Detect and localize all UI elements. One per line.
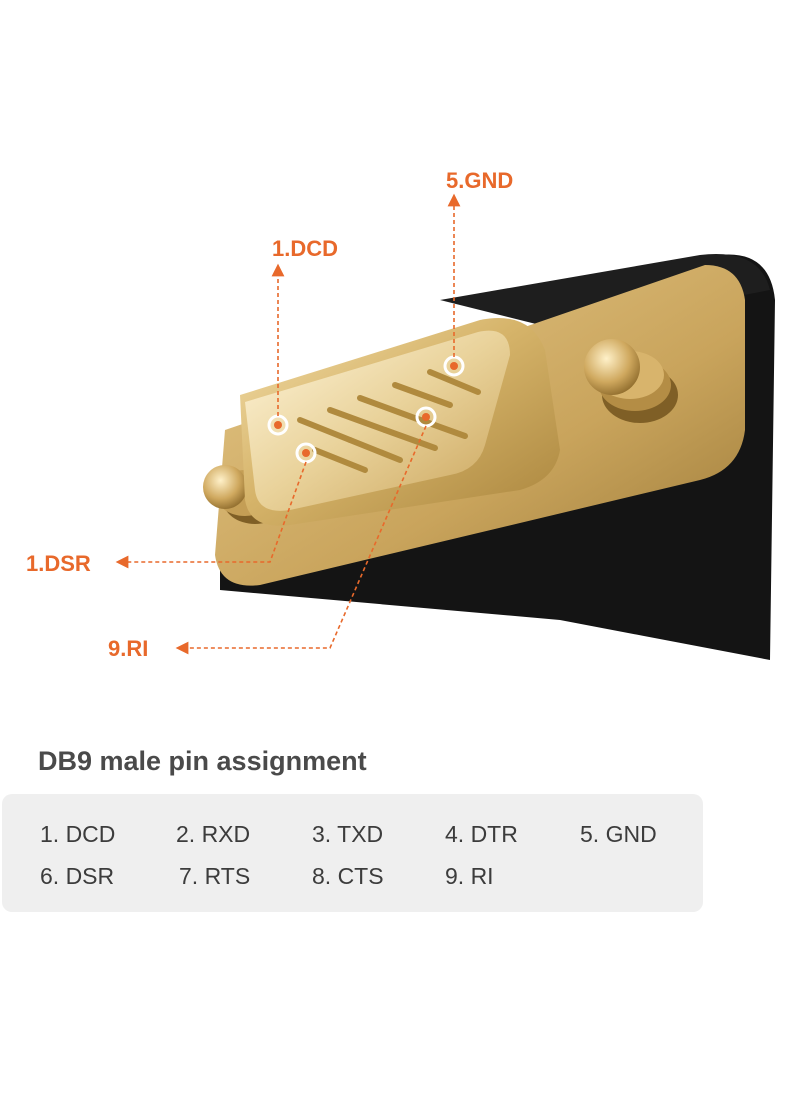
callout-lines xyxy=(115,193,461,655)
connector-pins xyxy=(297,369,481,473)
pin-6: 6. DSR xyxy=(40,863,115,889)
pin-9: 9. RI xyxy=(445,863,494,889)
section-title: DB9 male pin assignment xyxy=(38,746,367,776)
callout-dcd: 1.DCD xyxy=(272,236,339,261)
db9-connector-photo xyxy=(115,193,775,660)
callout-gnd: 5.GND xyxy=(446,168,514,193)
pin-assignment-panel: 1. DCD 2. RXD 3. TXD 4. DTR 5. GND 6. DS… xyxy=(2,794,703,912)
pin-4: 4. DTR xyxy=(445,821,518,847)
pin-2: 2. RXD xyxy=(176,821,251,847)
right-screw xyxy=(584,339,678,423)
pin-3: 3. TXD xyxy=(312,821,384,847)
pin-8: 8. CTS xyxy=(312,863,384,889)
pin-1: 1. DCD xyxy=(40,821,116,847)
pin-7: 7. RTS xyxy=(179,863,251,889)
pin-5: 5. GND xyxy=(580,821,657,847)
callout-dsr: 1.DSR xyxy=(26,551,91,576)
callout-ri: 9.RI xyxy=(108,636,149,661)
